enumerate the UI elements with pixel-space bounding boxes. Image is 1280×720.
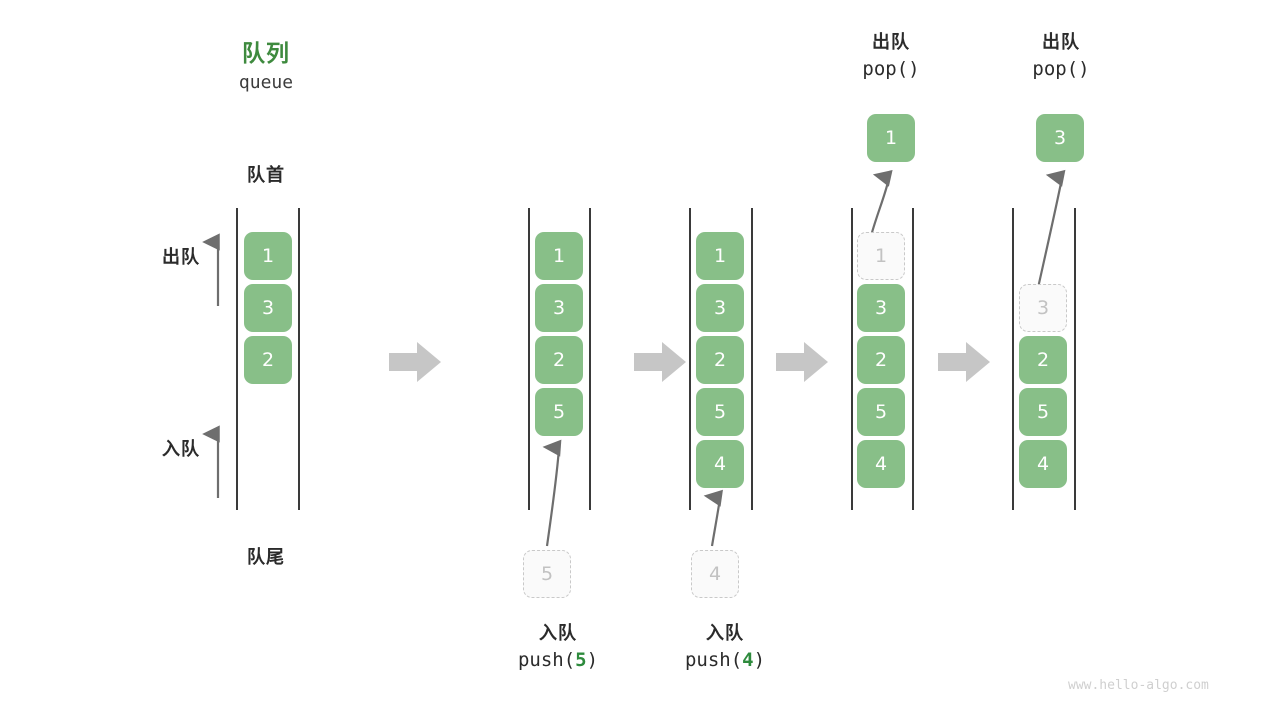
cell-value: 5 xyxy=(857,388,905,436)
cell-value: 2 xyxy=(244,336,292,384)
push-5-caption: 入队 push(5) xyxy=(463,621,653,675)
cell-value: 1 xyxy=(857,232,905,280)
cell-value: 4 xyxy=(696,440,744,488)
step-arrow-icon xyxy=(776,342,828,382)
queue-rail-right-3 xyxy=(751,208,753,510)
popped-cell: 1 xyxy=(867,114,915,162)
watermark: www.hello-algo.com xyxy=(1068,678,1209,693)
queue-cell: 3 xyxy=(696,284,744,332)
caption-cn: 入队 xyxy=(539,623,577,644)
dequeue-direction-arrow-icon xyxy=(202,233,220,306)
queue-rail-left-5 xyxy=(1012,208,1014,510)
caption-code-arg: 5 xyxy=(575,649,587,672)
queue-cell: 2 xyxy=(244,336,292,384)
caption-cn: 入队 xyxy=(706,623,744,644)
queue-cell: 1 xyxy=(696,232,744,280)
queue-cell: 5 xyxy=(535,388,583,436)
cell-value: 2 xyxy=(696,336,744,384)
queue-cell: 4 xyxy=(696,440,744,488)
cell-value: 3 xyxy=(857,284,905,332)
caption-code-arg: 4 xyxy=(742,649,754,672)
caption-cn: 出队 xyxy=(1042,32,1080,53)
step-arrow-icon xyxy=(634,342,686,382)
enqueue-direction-arrow-icon xyxy=(202,425,220,498)
queue-cell: 2 xyxy=(535,336,583,384)
dequeue-direction-label: 出队 xyxy=(162,247,200,268)
queue-cell: 4 xyxy=(857,440,905,488)
queue-cell: 5 xyxy=(1019,388,1067,436)
cell-value: 4 xyxy=(1019,440,1067,488)
pop-1-caption: 出队 pop() xyxy=(803,30,979,84)
rear-label: 队尾 xyxy=(247,547,285,568)
cell-value: 5 xyxy=(523,550,571,598)
enqueue-direction-label: 入队 xyxy=(162,439,200,460)
queue-rail-right-4 xyxy=(912,208,914,510)
caption-code-suffix: ) xyxy=(586,649,599,672)
push-motion-arrow-icon xyxy=(542,439,562,547)
caption-code-suffix: ) xyxy=(753,649,766,672)
queue-cell: 4 xyxy=(1019,440,1067,488)
caption-code-prefix: push( xyxy=(517,649,576,672)
queue-cell: 5 xyxy=(857,388,905,436)
cell-value: 3 xyxy=(244,284,292,332)
queue-rail-right-2 xyxy=(589,208,591,510)
push-motion-arrow-icon xyxy=(703,489,723,547)
step-arrow-icon xyxy=(938,342,990,382)
queue-rail-left-2 xyxy=(528,208,530,510)
queue-cell: 3 xyxy=(857,284,905,332)
cell-value: 3 xyxy=(696,284,744,332)
queue-cell: 2 xyxy=(696,336,744,384)
queue-rail-right-1 xyxy=(298,208,300,510)
cell-value: 2 xyxy=(1019,336,1067,384)
front-label: 队首 xyxy=(247,165,285,186)
cell-value: 4 xyxy=(857,440,905,488)
diagram-title-en: queue xyxy=(238,72,294,93)
queue-rail-left-3 xyxy=(689,208,691,510)
pop-3-caption: 出队 pop() xyxy=(973,30,1149,84)
cell-value: 1 xyxy=(244,232,292,280)
cell-value: 1 xyxy=(867,114,915,162)
caption-code-prefix: push( xyxy=(684,649,743,672)
cell-value: 1 xyxy=(535,232,583,280)
caption-code: pop() xyxy=(1032,58,1090,81)
queue-cell: 2 xyxy=(857,336,905,384)
incoming-ghost-cell: 5 xyxy=(523,550,571,598)
incoming-ghost-cell: 4 xyxy=(691,550,739,598)
queue-cell: 1 xyxy=(535,232,583,280)
caption-cn: 出队 xyxy=(872,32,910,53)
queue-cell: 3 xyxy=(535,284,583,332)
cell-value: 1 xyxy=(696,232,744,280)
cell-value: 3 xyxy=(1036,114,1084,162)
pop-motion-arrow-icon xyxy=(1036,169,1066,289)
pop-motion-arrow-icon xyxy=(869,170,893,237)
queue-rail-left-4 xyxy=(851,208,853,510)
queue-cell: 2 xyxy=(1019,336,1067,384)
cell-value: 2 xyxy=(857,336,905,384)
queue-rail-right-5 xyxy=(1074,208,1076,510)
cell-value: 5 xyxy=(696,388,744,436)
queue-cell-ghost: 1 xyxy=(857,232,905,280)
cell-value: 4 xyxy=(691,550,739,598)
cell-value: 5 xyxy=(535,388,583,436)
cell-value: 3 xyxy=(535,284,583,332)
caption-code: push(5) xyxy=(463,647,653,675)
queue-cell: 1 xyxy=(244,232,292,280)
diagram-title-cn: 队列 xyxy=(242,41,290,67)
queue-cell: 3 xyxy=(244,284,292,332)
cell-value: 5 xyxy=(1019,388,1067,436)
cell-value: 3 xyxy=(1019,284,1067,332)
cell-value: 2 xyxy=(535,336,583,384)
step-arrow-icon xyxy=(389,342,441,382)
queue-cell-ghost: 3 xyxy=(1019,284,1067,332)
caption-code: pop() xyxy=(862,58,920,81)
queue-rail-left-1 xyxy=(236,208,238,510)
popped-cell: 3 xyxy=(1036,114,1084,162)
push-4-caption: 入队 push(4) xyxy=(630,621,820,675)
caption-code: push(4) xyxy=(630,647,820,675)
queue-cell: 5 xyxy=(696,388,744,436)
